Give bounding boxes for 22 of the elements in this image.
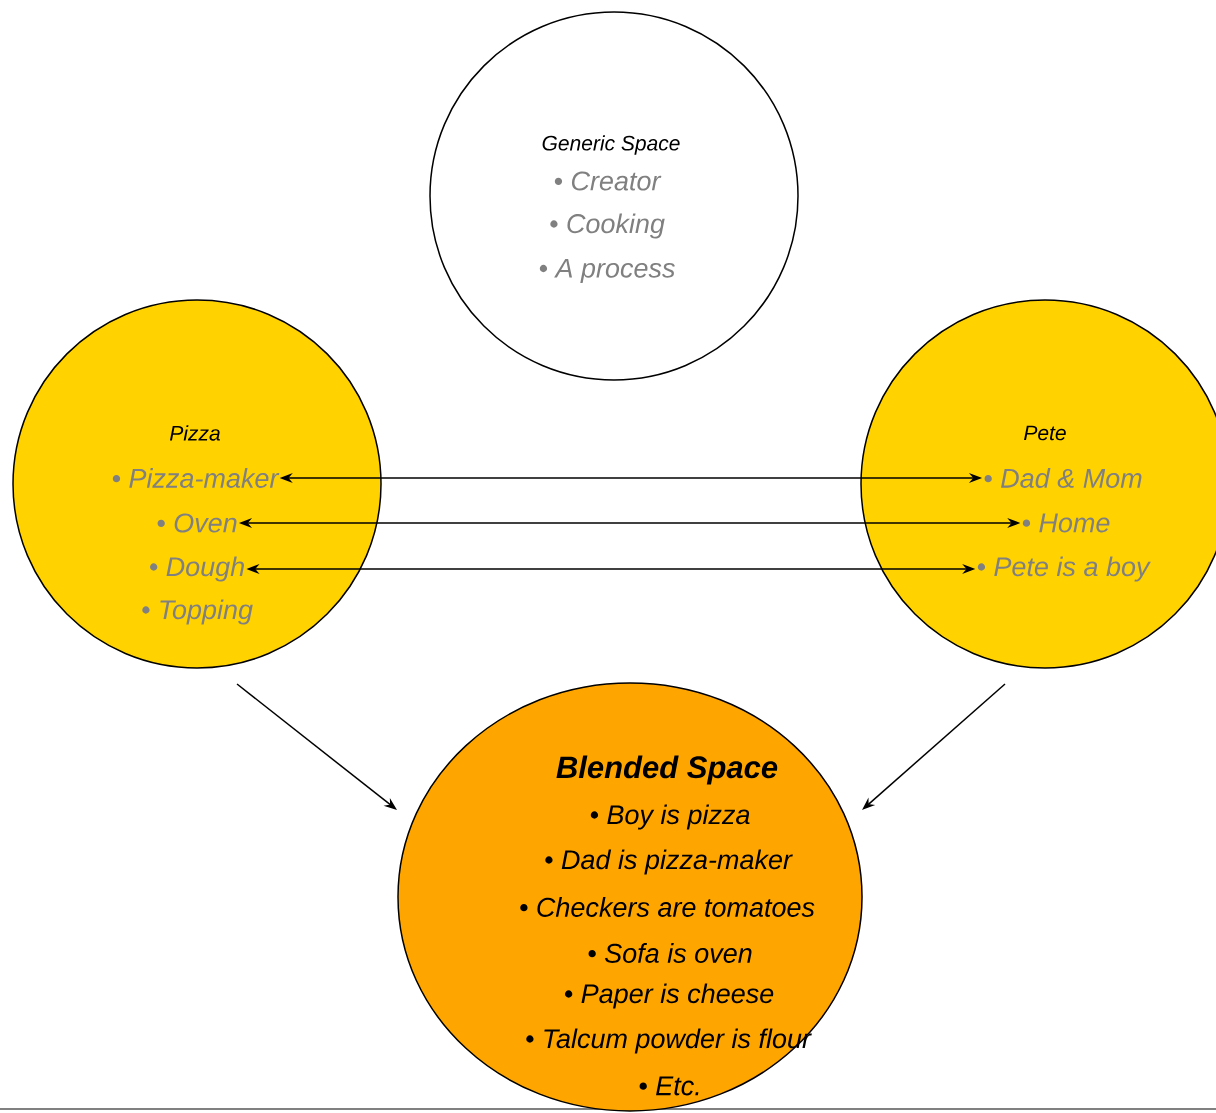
heading: Pete [1024, 425, 1066, 441]
heading: Pizza [169, 425, 220, 441]
list-item: • Pete is a boy [977, 556, 1151, 582]
list-item: • Pizza-maker [112, 468, 280, 488]
list-item: • Dough [150, 556, 244, 582]
list-item: • Creator [554, 171, 662, 191]
heading: Generic Space [542, 135, 680, 155]
list-item: • Home [1022, 513, 1110, 533]
arrow [862, 683, 1006, 810]
list-item: • Checkers are tomatoes [520, 897, 815, 917]
list-item: • A process [539, 258, 675, 284]
list-item: • Paper is cheese [565, 983, 774, 1009]
list-item: • Dad & Mom [984, 468, 1142, 488]
heading: Blended Space [556, 755, 778, 785]
arrow [236, 683, 397, 810]
list-item: • Dad is pizza-maker [545, 849, 793, 875]
list-item: • Sofa is oven [588, 943, 752, 963]
list-item: • Oven [157, 513, 237, 533]
list-item: • Topping [142, 599, 253, 625]
list-item: • Etc. [639, 1076, 699, 1096]
list-item: • Cooking [550, 213, 665, 239]
list-item: • Boy is pizza [590, 804, 750, 830]
